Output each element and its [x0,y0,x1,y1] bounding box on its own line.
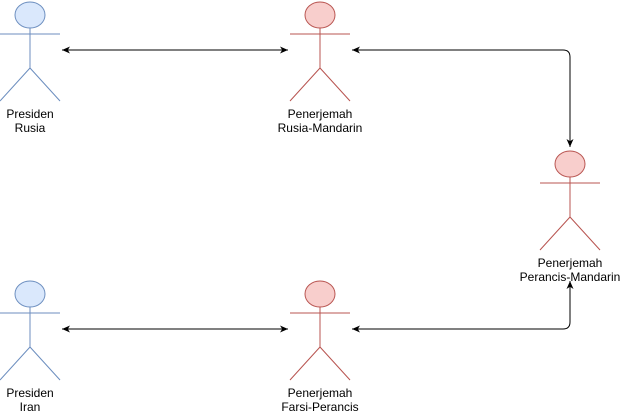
actor-label-line: Farsi-Perancis [281,400,359,414]
actor-penerjemah-perancis-mandarin[interactable] [539,150,601,251]
actor-label-line: Perancis-Mandarin [519,270,621,284]
actor-head [14,280,46,308]
actor-right-leg [29,67,61,102]
actor-label-line: Penerjemah [287,386,353,400]
actor-head [304,1,336,29]
connector-penerjemah-perancis-mandarin-to-penerjemah-farsi-perancis [352,281,574,333]
connectors [62,46,574,333]
actor-head [14,1,46,29]
actor-right-leg [29,346,61,381]
actor-head [304,280,336,308]
actor-right-leg [319,346,351,381]
actor-right-leg [319,67,351,102]
actor-label-line: Presiden [6,107,54,121]
actor-right-leg [569,216,601,251]
actor-penerjemah-rusia-mandarin[interactable] [289,1,351,102]
actor-left-leg [0,67,31,102]
actor-label-line: Penerjemah [287,107,353,121]
actor-presiden-rusia[interactable] [0,1,61,102]
actor-left-leg [289,67,321,102]
actor-left-leg [539,216,571,251]
actor-left-leg [289,346,321,381]
actor-label-line: Rusia-Mandarin [277,121,363,135]
connector-penerjemah-rusia-mandarin-to-penerjemah-perancis-mandarin [352,46,574,147]
actor-penerjemah-farsi-perancis[interactable] [289,280,351,381]
actor-presiden-iran[interactable] [0,280,61,381]
actor-label-line: Iran [19,400,41,414]
actors [0,1,601,381]
actor-label-line: Rusia [14,121,46,135]
actor-left-leg [0,346,31,381]
actor-label-line: Presiden [6,386,54,400]
actor-label-line: Penerjemah [537,256,603,270]
actor-head [554,150,586,178]
